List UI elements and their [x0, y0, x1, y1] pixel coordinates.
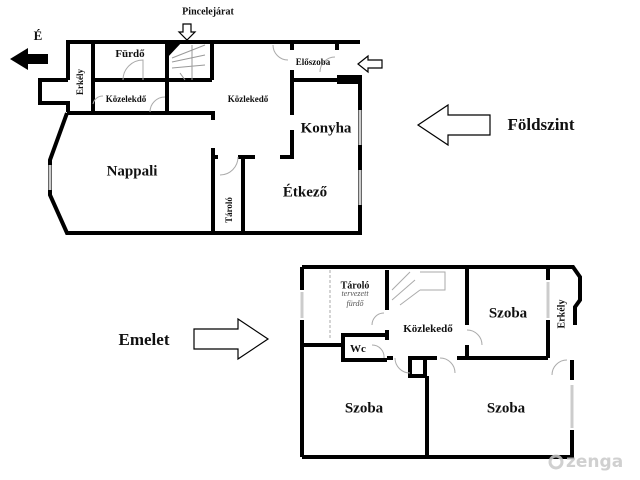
stairs-ground — [171, 44, 206, 81]
ground-windows — [48, 110, 362, 205]
ground-floor-walls — [38, 40, 362, 235]
room-kitchen: Konyha — [300, 120, 352, 137]
room-bottom-left: Szoba — [344, 400, 384, 417]
zenga-watermark: zenga — [566, 452, 624, 472]
doors-ground — [92, 44, 336, 176]
room-entry: Előszoba — [295, 57, 331, 67]
upper-floor-arrow-icon — [193, 317, 270, 361]
wall-corner — [167, 42, 182, 58]
room-storage: Tároló — [224, 197, 234, 223]
room-upper-hallway: Közlekedő — [403, 323, 453, 335]
upper-floor-title: Emelet — [118, 330, 170, 349]
basement-entrance-label: Pincelejárat — [182, 6, 234, 18]
storage-note: tervezett fürdő — [341, 289, 369, 308]
upper-windows — [300, 282, 574, 428]
room-bathroom: Fürdő — [115, 48, 145, 60]
doors-upper — [329, 270, 568, 376]
entrance-arrow-icon — [357, 54, 383, 74]
room-upper-balcony: Erkély — [556, 299, 568, 329]
room-wc: Wc — [350, 343, 366, 355]
north-arrow-icon — [10, 48, 48, 70]
room-top-right: Szoba — [488, 305, 528, 322]
ground-floor-title: Földszint — [507, 115, 575, 134]
room-dining: Étkező — [282, 184, 328, 201]
basement-arrow-icon — [177, 23, 197, 41]
room-bottom-right: Szoba — [486, 400, 526, 417]
room-small-hallway: Közelekdő — [105, 94, 147, 104]
upper-floor-walls — [300, 265, 582, 459]
zenga-logo-icon — [548, 454, 564, 470]
north-label: É — [33, 28, 43, 43]
room-upper-storage: Tároló — [340, 280, 370, 292]
room-living: Nappali — [106, 163, 158, 180]
ground-floor-arrow-icon — [416, 103, 491, 147]
room-balcony: Erkély — [75, 69, 85, 95]
room-hallway: Közlekedő — [227, 94, 269, 104]
wall-block — [337, 75, 362, 84]
